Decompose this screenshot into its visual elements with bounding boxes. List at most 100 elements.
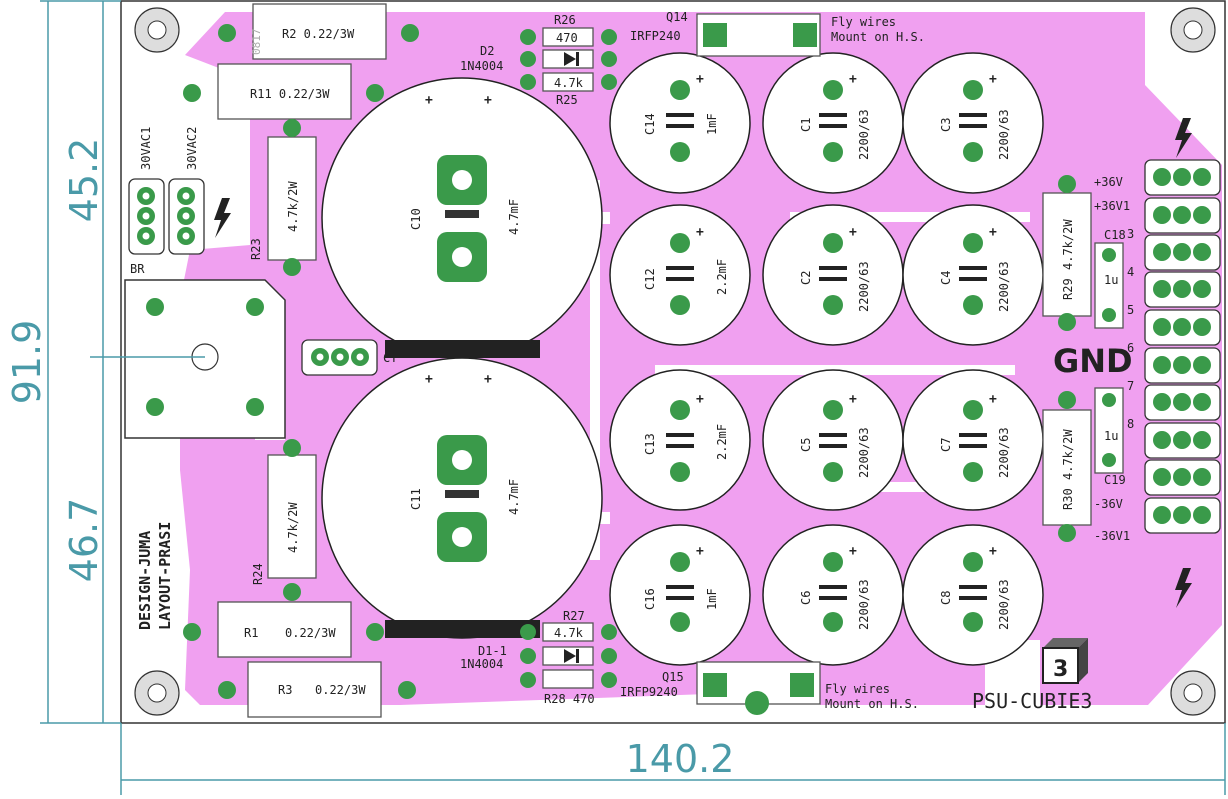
label-design: DESIGN-JUMA [136, 531, 154, 630]
label-t4: 4 [1127, 265, 1134, 279]
label-c8-value: 2200/63 [997, 579, 1011, 630]
label-t3: 3 [1127, 227, 1134, 241]
capacitor-grid [609, 52, 1044, 666]
svg-text:+: + [484, 372, 492, 387]
label-r11: R11 0.22/3W [250, 87, 330, 101]
label-d2-part: 1N4004 [460, 59, 503, 73]
label-mount-bottom: Mount on H.S. [825, 697, 919, 711]
label-q14-part: IRFP240 [630, 29, 681, 43]
label-r27: R27 [563, 609, 585, 623]
label-d2: D2 [480, 44, 494, 58]
component-pads [146, 23, 1116, 715]
label-r30-value: 4.7k/2W [1061, 429, 1075, 480]
label-layout: LAYOUT-PRASI [156, 522, 174, 630]
label-r26-value: 470 [556, 31, 578, 45]
label-c3: C3 [939, 118, 953, 132]
label-c10: C10 [409, 208, 423, 230]
svg-text:+: + [989, 225, 997, 240]
label-c2: C2 [799, 271, 813, 285]
label-r24-value: 4.7k/2W [286, 502, 300, 553]
svg-text:+: + [849, 392, 857, 407]
label-c2-value: 2200/63 [857, 261, 871, 312]
svg-text:+: + [849, 72, 857, 87]
label-q15: Q15 [662, 670, 684, 684]
label-board-name: PSU-CUBIE3 [972, 689, 1092, 713]
label-c6-value: 2200/63 [857, 579, 871, 630]
pin-holes [142, 192, 364, 361]
label-ct: CT [383, 351, 397, 365]
mounting-holes [134, 7, 1216, 716]
label-c3-value: 2200/63 [997, 109, 1011, 160]
label-r29-value: 4.7k/2W [1061, 219, 1075, 270]
label-c14: C14 [643, 113, 657, 135]
label-minus36v1: -36V1 [1094, 529, 1130, 543]
upper-height-dimension: 45.2 [62, 138, 106, 223]
lightning-marks [214, 118, 1192, 608]
label-mount-top: Mount on H.S. [831, 30, 925, 44]
label-c7-value: 2200/63 [997, 427, 1011, 478]
dimension-lines [40, 0, 1226, 795]
svg-text:+: + [696, 225, 704, 240]
label-c4: C4 [939, 271, 953, 285]
label-30vac1: 30VAC1 [139, 127, 153, 170]
label-c19-value: 1u [1104, 429, 1118, 443]
label-r29: R29 [1061, 278, 1075, 300]
label-c7: C7 [939, 438, 953, 452]
label-r1: R1 [244, 626, 258, 640]
svg-text:+: + [989, 544, 997, 559]
label-t8: 8 [1127, 417, 1134, 431]
svg-text:+: + [989, 392, 997, 407]
lower-height-dimension: 46.7 [62, 498, 106, 583]
label-c10-value: 4.7mF [507, 199, 521, 235]
svg-text:+: + [849, 544, 857, 559]
label-r2-pkg: 0817 [250, 29, 263, 56]
label-r23: R23 [249, 238, 263, 260]
label-fly-wires-bottom: Fly wires [825, 682, 890, 696]
label-c13-value: 2.2mF [715, 424, 729, 460]
label-c1-value: 2200/63 [857, 109, 871, 160]
diodes [564, 52, 579, 663]
label-minus36v: -36V [1094, 497, 1123, 511]
label-d1-part: 1N4004 [460, 657, 503, 671]
capacitor-pads [670, 80, 983, 632]
capacitor-plus: +++ +++ +++ +++ [696, 72, 997, 559]
label-c16-value: 1mF [705, 588, 719, 610]
label-r28: R28 470 [544, 692, 595, 706]
label-t7: 7 [1127, 379, 1134, 393]
label-c11: C11 [409, 488, 423, 510]
label-c12-value: 2.2mF [715, 259, 729, 295]
label-plus36v: +36V [1094, 175, 1123, 189]
svg-text:+: + [425, 372, 433, 387]
svg-text:+: + [425, 93, 433, 108]
width-dimension: 140.2 [626, 737, 735, 781]
label-c11-value: 4.7mF [507, 479, 521, 515]
svg-text:+: + [849, 225, 857, 240]
label-r30: R30 [1061, 488, 1075, 510]
svg-text:+: + [989, 72, 997, 87]
label-r25: R25 [556, 93, 578, 107]
logo-digit: 3 [1053, 657, 1068, 682]
label-c5: C5 [799, 438, 813, 452]
label-r2: R2 0.22/3W [282, 27, 355, 41]
label-gnd: GND [1053, 342, 1133, 380]
svg-text:+: + [696, 72, 704, 87]
label-c13: C13 [643, 433, 657, 455]
svg-text:+: + [696, 392, 704, 407]
label-d1: D1-1 [478, 644, 507, 658]
label-fly-wires-top: Fly wires [831, 15, 896, 29]
label-c5-value: 2200/63 [857, 427, 871, 478]
label-r1-value: 0.22/3W [285, 626, 336, 640]
label-r3-value: 0.22/3W [315, 683, 366, 697]
svg-text:+: + [484, 93, 492, 108]
label-c16: C16 [643, 588, 657, 610]
label-c18-value: 1u [1104, 273, 1118, 287]
label-c4-value: 2200/63 [997, 261, 1011, 312]
label-c18: C18 [1104, 228, 1126, 242]
label-c8: C8 [939, 591, 953, 605]
label-r3: R3 [278, 683, 292, 697]
label-r27-value: 4.7k [554, 626, 584, 640]
capacitor-symbols [666, 113, 987, 600]
label-30vac2: 30VAC2 [185, 127, 199, 170]
cube-logo: 3 [1042, 638, 1088, 684]
label-c6: C6 [799, 591, 813, 605]
